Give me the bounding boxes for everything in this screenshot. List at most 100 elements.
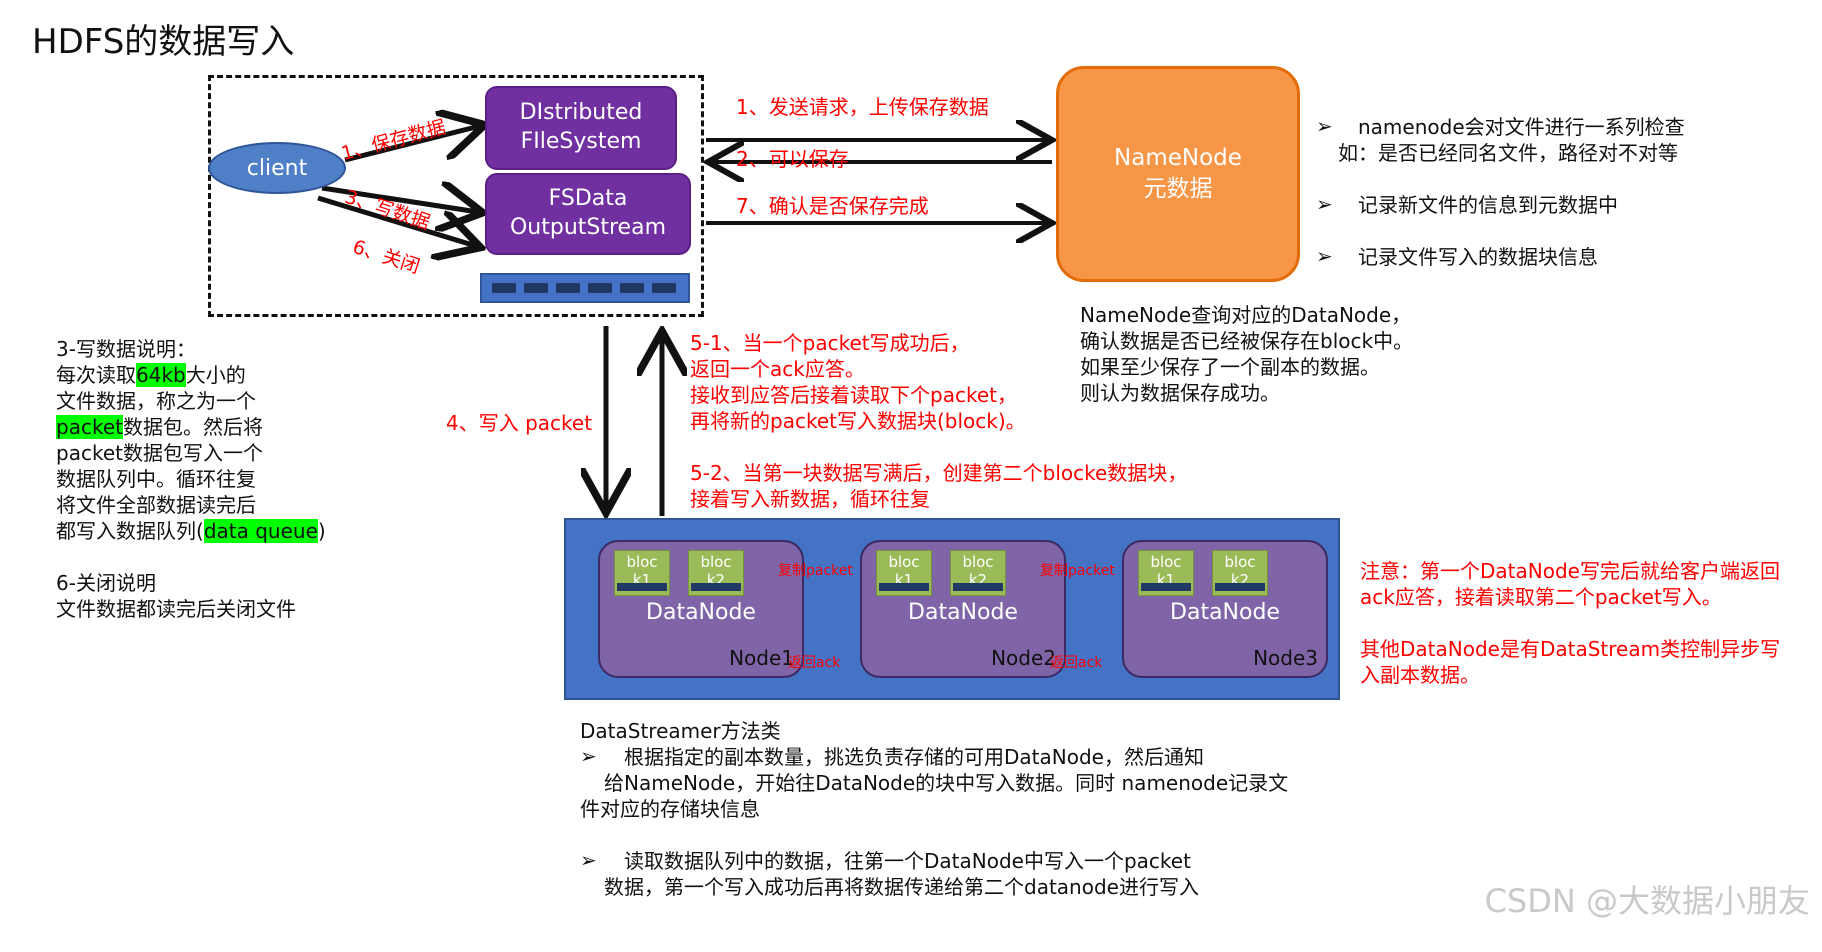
nn-note1-line1: namenode会对文件进行一系列检查 — [1358, 115, 1685, 139]
arrow-close — [317, 195, 476, 246]
block-bar — [879, 583, 929, 591]
write-note-line: 每次读取64kb大小的 — [56, 362, 246, 388]
block-label: bloc — [626, 553, 658, 571]
datanode-label: DataNode — [1170, 600, 1280, 625]
block-label: bloc — [888, 553, 920, 571]
fsd-line2: OutputStream — [509, 215, 667, 240]
text: 数据包。然后将 — [122, 415, 263, 439]
text: 每次读取 — [56, 363, 136, 387]
block-label: bloc — [1224, 553, 1256, 571]
datastreamer-title: DataStreamer方法类 — [580, 719, 781, 743]
queue-cell — [556, 283, 580, 293]
client-side-box — [208, 75, 704, 317]
bullet-icon: ➢ — [580, 848, 597, 872]
block-label: bloc — [700, 553, 732, 571]
block-bar — [1215, 583, 1265, 591]
request-confirm-label: 7、确认是否保存完成 — [736, 194, 929, 218]
write-note-line: packet数据包。然后将 — [56, 414, 263, 440]
highlight-64kb: 64kb — [136, 363, 186, 387]
step51-line: 返回一个ack应答。 — [690, 357, 865, 381]
client-label: client — [246, 155, 308, 181]
text: 大小的 — [185, 363, 246, 387]
block-bar — [1141, 583, 1191, 591]
queue-cell — [652, 283, 676, 293]
arrow-save — [344, 126, 480, 163]
namenode-line1: NameNode — [1114, 144, 1242, 171]
queue-cell — [492, 283, 516, 293]
dfs-line1: DIstributed — [519, 100, 643, 126]
data-queue — [480, 273, 690, 303]
ack-label: 返回ack — [788, 655, 841, 671]
dfs-line2: FIleSystem — [520, 129, 642, 154]
nn-note2: 记录新文件的信息到元数据中 — [1358, 193, 1618, 217]
nn-query-line: 确认数据是否已经被保存在block中。 — [1080, 329, 1414, 353]
replicate-label: 复制packet — [778, 563, 853, 579]
node-label: Node3 — [1253, 646, 1318, 670]
write-note-line: 将文件全部数据读完后 — [56, 493, 256, 517]
bullet-icon: ➢ — [580, 744, 597, 768]
block-bar — [617, 583, 667, 591]
step51-line: 接收到应答后接着读取下个packet， — [690, 383, 1017, 407]
arrow-write — [321, 188, 478, 212]
attention-line: 其他DataNode是有DataStream类控制异步写 — [1360, 637, 1781, 661]
write-packet-label: 4、写入 packet — [446, 411, 593, 435]
text: ) — [317, 519, 326, 543]
queue-cell — [620, 283, 644, 293]
ds-p1-line: 根据指定的副本数量，挑选负责存储的可用DataNode，然后通知 — [624, 745, 1204, 769]
queue-cell — [588, 283, 612, 293]
block-label: bloc — [1150, 553, 1182, 571]
write-note-title: 3-写数据说明： — [56, 337, 196, 361]
write-note-line: 文件数据，称之为一个 — [56, 389, 256, 413]
datanode-label: DataNode — [646, 600, 756, 625]
attention-line: ack应答，接着读取第二个packet写入。 — [1360, 585, 1722, 609]
nn-note1-line2: 如：是否已经同名文件，路径对不对等 — [1338, 141, 1678, 165]
write-note-line: packet数据包写入一个 — [56, 441, 263, 465]
replicate-label: 复制packet — [1040, 563, 1115, 579]
write-note-line: 数据队列中。循环往复 — [56, 467, 256, 491]
namenode-box: NameNode 元数据 — [1056, 66, 1300, 282]
fsd-line1: FSData — [548, 186, 628, 212]
step51-line: 再将新的packet写入数据块(block)。 — [690, 409, 1026, 433]
nn-query-line: NameNode查询对应的DataNode， — [1080, 303, 1412, 327]
ds-p1-line: 给NameNode，开始往DataNode的块中写入数据。同时 namenode… — [604, 771, 1289, 795]
attention-line: 入副本数据。 — [1360, 663, 1480, 687]
text: 都写入数据队列( — [56, 519, 204, 543]
ds-p2-line: 数据，第一个写入成功后再将数据传递给第二个datanode进行写入 — [604, 875, 1199, 899]
queue-cell — [524, 283, 548, 293]
block-bar — [953, 583, 1003, 591]
ack-label: 返回ack — [1050, 655, 1103, 671]
step52-line: 接着写入新数据，循环往复 — [690, 487, 930, 511]
close-note-title: 6-关闭说明 — [56, 571, 156, 595]
bullet-icon: ➢ — [1316, 192, 1333, 216]
namenode-line2: 元数据 — [1143, 176, 1213, 202]
highlight-data-queue: data queue — [203, 519, 318, 543]
request-ok-label: 2、可以保存 — [736, 147, 849, 171]
step51-line: 5-1、当一个packet写成功后， — [690, 331, 970, 355]
client-node: client — [208, 142, 346, 194]
ds-p2-line: 读取数据队列中的数据，往第一个DataNode中写入一个packet — [624, 849, 1191, 873]
page-title: HDFS的数据写入 — [32, 22, 295, 62]
ds-p1-line: 件对应的存储块信息 — [580, 797, 760, 821]
watermark: CSDN @大数据小朋友 — [1484, 882, 1810, 920]
datanode-label: DataNode — [908, 600, 1018, 625]
attention-line: 注意：第一个DataNode写完后就给客户端返回 — [1360, 559, 1780, 583]
close-note-text: 文件数据都读完后关闭文件 — [56, 597, 296, 621]
bullet-icon: ➢ — [1316, 244, 1333, 268]
request-send-label: 1、发送请求，上传保存数据 — [736, 95, 989, 119]
step52-line: 5-2、当第一块数据写满后，创建第二个blocke数据块， — [690, 461, 1188, 485]
block-label: bloc — [962, 553, 994, 571]
node-label: Node1 — [729, 646, 794, 670]
nn-query-line: 如果至少保存了一个副本的数据。 — [1080, 355, 1380, 379]
